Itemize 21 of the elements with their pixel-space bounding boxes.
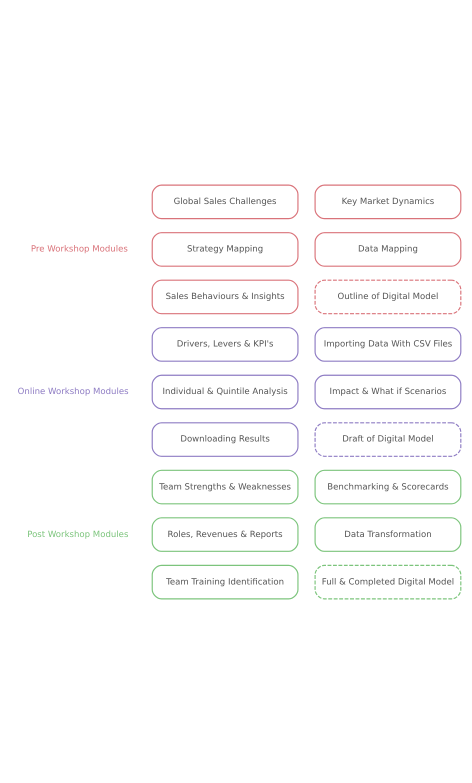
node-box: Drivers, Levers & KPI's — [152, 326, 299, 362]
node-box: Importing Data With CSV Files — [314, 326, 462, 362]
node-box: Roles, Revenues & Reports — [152, 516, 299, 552]
node-box: Key Market Dynamics — [314, 184, 462, 219]
node-box: Individual & Quintile Analysis — [152, 374, 299, 409]
node-box: Team Strengths & Weaknesses — [152, 469, 299, 504]
label: Post Workshop Modules — [27, 529, 128, 540]
node-box: Downloading Results — [152, 422, 299, 456]
node-box: Team Training Identification — [152, 564, 299, 599]
node-box: Sales Behaviours & Insights — [152, 279, 299, 314]
node-box: Outline of Digital Model — [314, 279, 462, 314]
node-box: Data Transformation — [314, 516, 462, 552]
node-box: Global Sales Challenges — [152, 184, 299, 219]
label: Online Workshop Modules — [18, 386, 129, 397]
node-box: Draft of Digital Model — [314, 422, 462, 456]
node-box: Impact & What if Scenarios — [314, 374, 462, 409]
node-box: Strategy Mapping — [152, 232, 299, 266]
node-box: Data Mapping — [314, 232, 462, 266]
node-box: Benchmarking & Scorecards — [314, 469, 462, 504]
label: Pre Workshop Modules — [30, 244, 128, 254]
node-box: Full & Completed Digital Model — [314, 564, 462, 599]
